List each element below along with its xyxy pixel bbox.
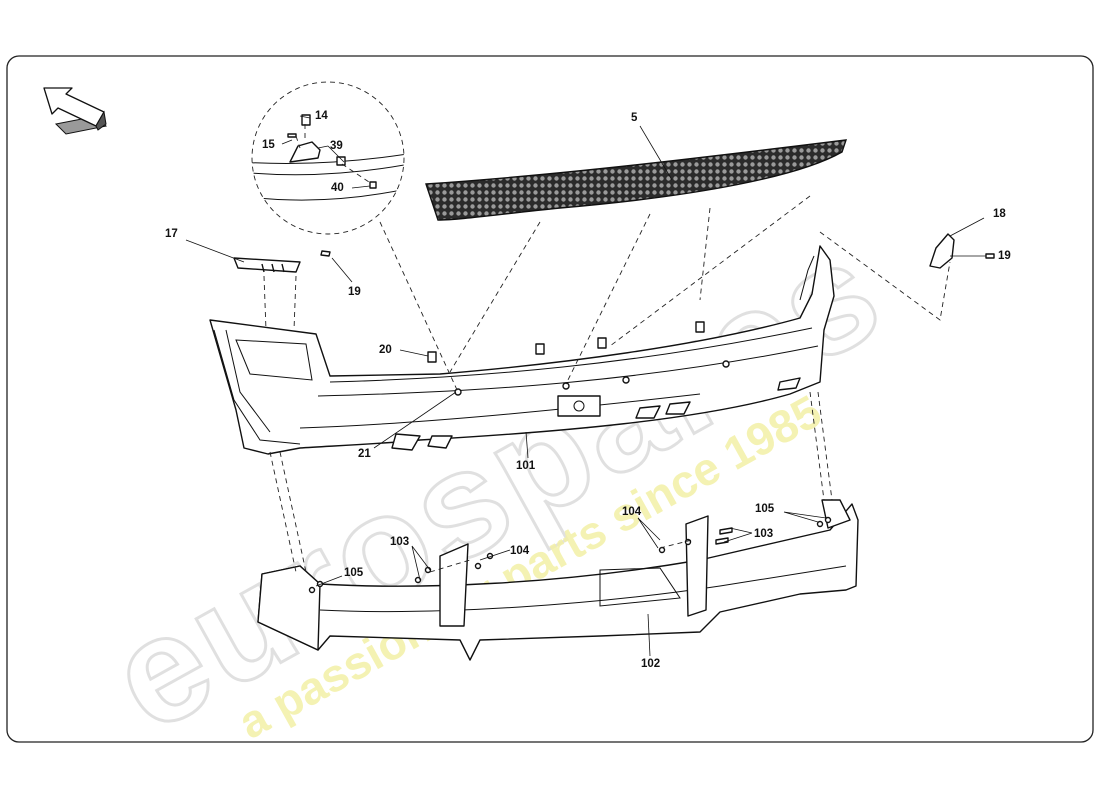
callout-20: 20 [379, 344, 392, 356]
callout-17: 17 [165, 228, 178, 240]
detail-view [251, 81, 405, 235]
callout-101: 101 [516, 460, 536, 472]
callout-105-right: 105 [755, 503, 775, 515]
callout-21: 21 [358, 448, 371, 460]
callout-40: 40 [331, 182, 344, 194]
rear-bumper [209, 245, 835, 455]
callout-103-left: 103 [390, 536, 409, 548]
leader-lines [185, 115, 986, 657]
callout-103-right: 103 [754, 528, 773, 540]
callout-5: 5 [631, 112, 638, 124]
rear-diffuser [257, 499, 859, 661]
callout-105-left: 105 [344, 567, 364, 579]
callout-104-left: 104 [510, 545, 530, 557]
callout-104-right: 104 [622, 506, 642, 518]
callout-19-top-left: 19 [348, 286, 361, 298]
callout-39: 39 [330, 140, 343, 152]
callout-14: 14 [315, 110, 328, 122]
callout-15: 15 [262, 139, 275, 151]
callout-102: 102 [641, 658, 660, 670]
callout-19-right: 19 [998, 250, 1011, 262]
plate-bracket [233, 250, 331, 273]
rear-mesh-grille [425, 139, 848, 221]
alignment-lines [263, 195, 951, 573]
callout-18: 18 [993, 208, 1006, 220]
callout-labels: 5 14 15 39 40 17 19 18 19 20 21 101 102 … [165, 110, 1011, 670]
direction-arrow-icon [43, 87, 107, 135]
side-bracket [929, 233, 995, 269]
